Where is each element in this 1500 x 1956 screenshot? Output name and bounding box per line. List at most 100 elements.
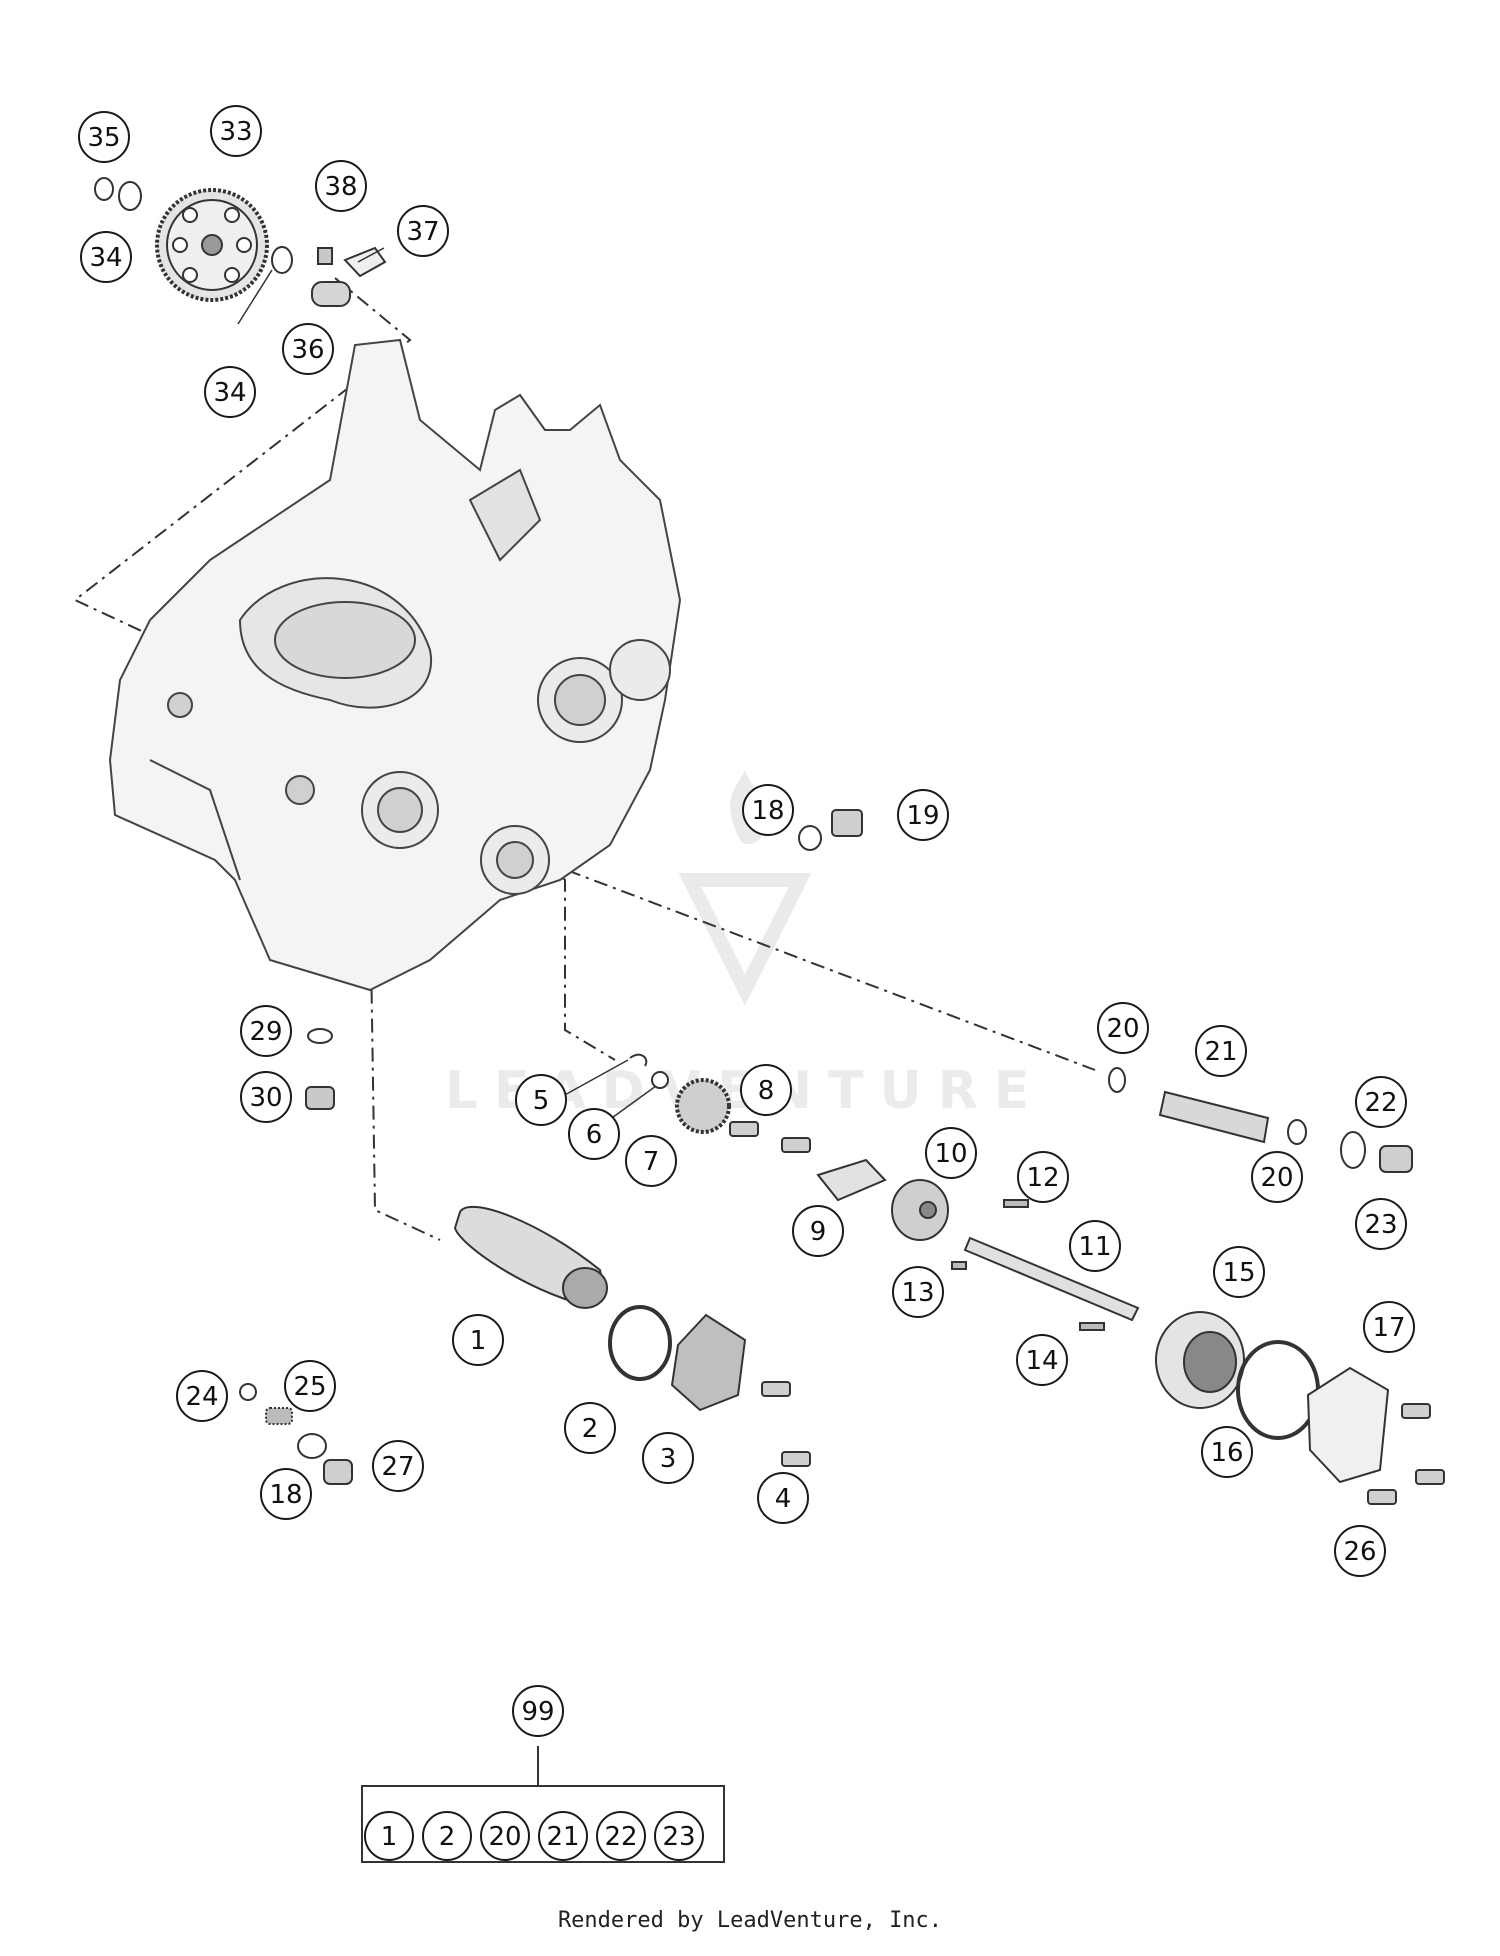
callout-18: 18 bbox=[260, 1468, 312, 1520]
callout-circle bbox=[897, 789, 949, 841]
callout-circle bbox=[512, 1685, 564, 1737]
callout-circle bbox=[176, 1370, 228, 1422]
callout-label: 17 bbox=[1372, 1313, 1405, 1343]
callout-10: 10 bbox=[925, 1127, 977, 1179]
callout-label: 18 bbox=[269, 1480, 302, 1510]
callout-label: 9 bbox=[810, 1217, 827, 1247]
callout-1: 1 bbox=[452, 1314, 504, 1366]
callout-label: 36 bbox=[291, 335, 324, 365]
callout-circle bbox=[625, 1135, 677, 1187]
kit-label: 21 bbox=[546, 1822, 579, 1852]
callout-label: 4 bbox=[775, 1484, 792, 1514]
callout-circle bbox=[1334, 1525, 1386, 1577]
callout-circle bbox=[1251, 1151, 1303, 1203]
callout-9: 9 bbox=[792, 1205, 844, 1257]
callout-circle bbox=[1201, 1426, 1253, 1478]
callout-circle bbox=[1363, 1301, 1415, 1353]
crankcase-illustration bbox=[108, 338, 682, 992]
callout-label: 22 bbox=[1364, 1088, 1397, 1118]
kit-label: 1 bbox=[381, 1822, 398, 1852]
callout-label: 33 bbox=[219, 117, 252, 147]
kit-item-21: 21 bbox=[538, 1811, 588, 1861]
callout-8: 8 bbox=[740, 1064, 792, 1116]
callout-37: 37 bbox=[397, 205, 449, 257]
callout-circle bbox=[240, 1005, 292, 1057]
callout-circle bbox=[397, 205, 449, 257]
callout-15: 15 bbox=[1213, 1246, 1265, 1298]
callout-circle bbox=[284, 1360, 336, 1412]
callout-label: 34 bbox=[213, 378, 246, 408]
callout-circle bbox=[564, 1402, 616, 1454]
callout-label: 8 bbox=[758, 1076, 775, 1106]
callout-27: 27 bbox=[372, 1440, 424, 1492]
callout-circle bbox=[210, 105, 262, 157]
callout-5: 5 bbox=[515, 1074, 567, 1126]
callout-label: 14 bbox=[1025, 1346, 1058, 1376]
callout-24: 24 bbox=[176, 1370, 228, 1422]
callout-circle bbox=[372, 1440, 424, 1492]
kit-label: 23 bbox=[662, 1822, 695, 1852]
callout-label: 10 bbox=[934, 1139, 967, 1169]
kit-label: 22 bbox=[604, 1822, 637, 1852]
callout-circle bbox=[1355, 1198, 1407, 1250]
callout-34: 34 bbox=[80, 231, 132, 283]
callout-circle bbox=[1355, 1076, 1407, 1128]
callout-label: 16 bbox=[1210, 1438, 1243, 1468]
kit-circle bbox=[596, 1811, 646, 1861]
callout-label: 13 bbox=[901, 1278, 934, 1308]
callout-4: 4 bbox=[757, 1472, 809, 1524]
callout-label: 6 bbox=[586, 1120, 603, 1150]
gear-33-shape bbox=[155, 188, 269, 302]
callout-38: 38 bbox=[315, 160, 367, 212]
callout-circle bbox=[568, 1108, 620, 1160]
callout-99: 99 bbox=[512, 1685, 564, 1737]
callout-label: 20 bbox=[1260, 1163, 1293, 1193]
callout-circle bbox=[78, 111, 130, 163]
kit-circle bbox=[480, 1811, 530, 1861]
callout-label: 24 bbox=[185, 1382, 218, 1412]
callout-circle bbox=[642, 1432, 694, 1484]
callout-36: 36 bbox=[282, 323, 334, 375]
callout-3: 3 bbox=[642, 1432, 694, 1484]
callout-label: 23 bbox=[1364, 1210, 1397, 1240]
callout-circle bbox=[892, 1266, 944, 1318]
callout-20: 20 bbox=[1097, 1002, 1149, 1054]
callout-circle bbox=[240, 1071, 292, 1123]
callout-label: 35 bbox=[87, 123, 120, 153]
callout-label: 26 bbox=[1343, 1537, 1376, 1567]
callout-26: 26 bbox=[1334, 1525, 1386, 1577]
bracket-37-shape bbox=[343, 246, 387, 278]
callout-29: 29 bbox=[240, 1005, 292, 1057]
callout-label: 18 bbox=[751, 796, 784, 826]
callout-circle bbox=[740, 1064, 792, 1116]
callout-label: 34 bbox=[89, 243, 122, 273]
callout-33: 33 bbox=[210, 105, 262, 157]
footer-credit: Rendered by LeadVenture, Inc. bbox=[557, 1908, 943, 1933]
callout-circle bbox=[792, 1205, 844, 1257]
callout-label: 20 bbox=[1106, 1014, 1139, 1044]
kit-item-23: 23 bbox=[654, 1811, 704, 1861]
callout-label: 38 bbox=[324, 172, 357, 202]
callout-23: 23 bbox=[1355, 1198, 1407, 1250]
callout-label: 12 bbox=[1026, 1163, 1059, 1193]
callout-label: 11 bbox=[1078, 1232, 1111, 1262]
callout-circle bbox=[80, 231, 132, 283]
callout-label: 15 bbox=[1222, 1258, 1255, 1288]
callout-circle bbox=[315, 160, 367, 212]
callout-label: 25 bbox=[293, 1372, 326, 1402]
callout-circle bbox=[515, 1074, 567, 1126]
callout-11: 11 bbox=[1069, 1220, 1121, 1272]
callout-circle bbox=[925, 1127, 977, 1179]
callout-circle bbox=[452, 1314, 504, 1366]
callout-circle bbox=[1213, 1246, 1265, 1298]
callout-22: 22 bbox=[1355, 1076, 1407, 1128]
kit-item-1: 1 bbox=[364, 1811, 414, 1861]
screw-38-shape bbox=[317, 247, 333, 265]
kit-circle bbox=[364, 1811, 414, 1861]
callout-21: 21 bbox=[1195, 1025, 1247, 1077]
circlip-35-shape bbox=[94, 177, 114, 201]
callout-label: 3 bbox=[660, 1444, 677, 1474]
callout-label: 1 bbox=[470, 1326, 487, 1356]
